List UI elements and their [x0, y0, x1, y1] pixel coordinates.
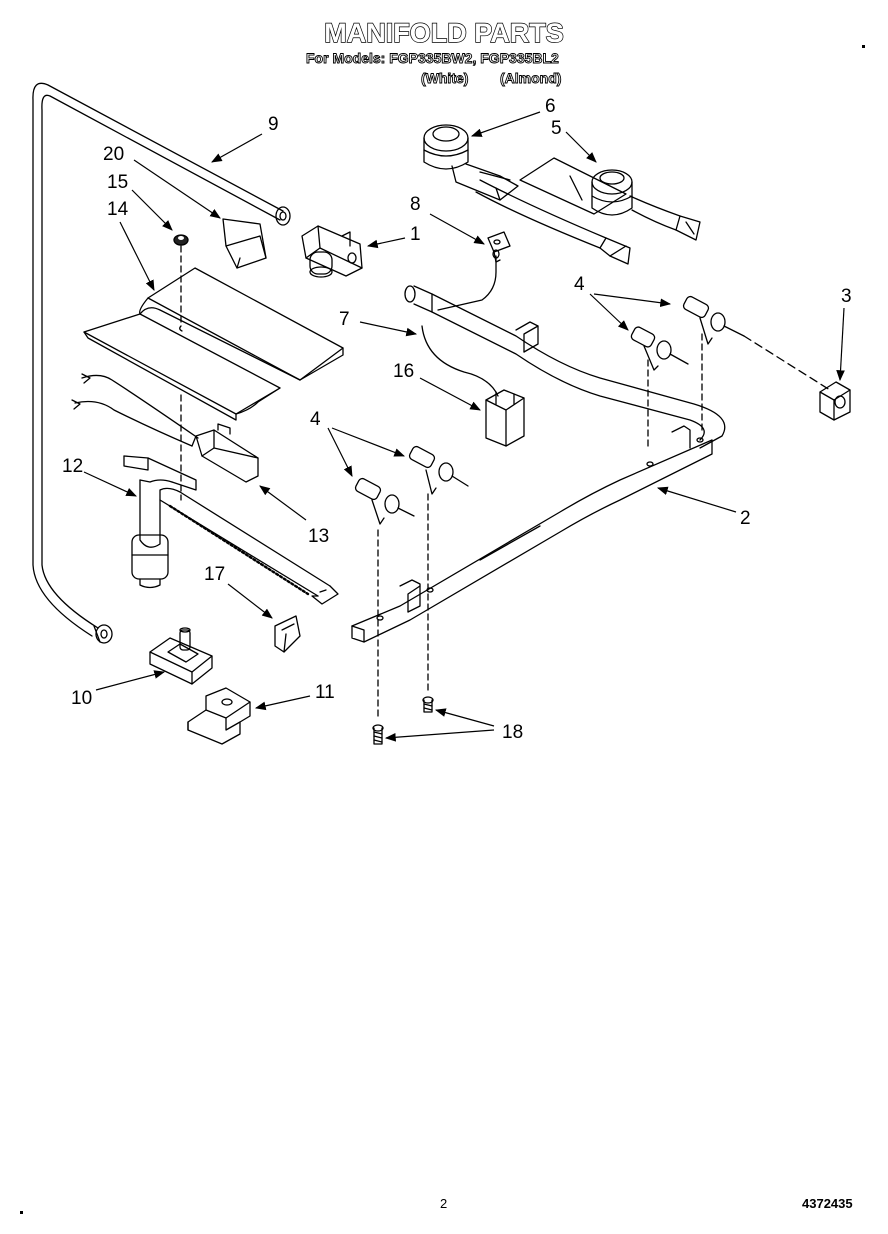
color-almond-label: (Almond) — [500, 70, 562, 87]
part-2-rail — [351, 425, 713, 643]
part-12-burner — [123, 455, 339, 605]
callout-11: 11 — [315, 682, 335, 703]
part-11-bracket — [187, 687, 251, 745]
part-4-valve-upper-right — [682, 295, 831, 431]
part-14-shield — [83, 267, 344, 421]
callout-13: 13 — [308, 526, 329, 547]
part-4-valve-upper-left — [630, 326, 689, 449]
part-13-igniter — [71, 373, 259, 483]
document-number: 4372435 — [802, 1196, 853, 1211]
corner-mark-top-right — [862, 45, 865, 48]
corner-mark-bottom-left — [20, 1211, 23, 1214]
part-16-module — [485, 389, 525, 447]
part-9-tube — [32, 82, 291, 644]
callout-16: 16 — [393, 361, 414, 382]
callout-7: 7 — [339, 309, 350, 330]
callout-6: 6 — [545, 96, 556, 117]
part-17-clip — [274, 615, 301, 653]
callout-15: 15 — [107, 172, 128, 193]
part-20-bracket — [222, 218, 267, 269]
callout-4-upper: 4 — [574, 274, 585, 295]
part-4-valve-lower-left — [354, 477, 415, 721]
part-10-bracket — [149, 627, 213, 685]
part-4-valve-lower-right — [408, 445, 469, 695]
callout-3: 3 — [841, 286, 852, 307]
part-3-fitting — [819, 381, 851, 421]
callout-2: 2 — [740, 508, 751, 529]
part-6-burner — [423, 124, 631, 265]
callout-4-lower: 4 — [310, 409, 321, 430]
callout-8: 8 — [410, 194, 421, 215]
callout-10: 10 — [71, 688, 92, 709]
part-15-nut — [173, 234, 189, 327]
callout-14: 14 — [107, 199, 129, 220]
part-18-screw-upper — [422, 696, 434, 713]
part-8-clip — [487, 231, 511, 263]
part-1-valve — [301, 225, 363, 278]
color-white-label: (White) — [421, 70, 469, 87]
callout-1: 1 — [410, 224, 421, 245]
part-5-burner — [519, 157, 701, 241]
part-18-screw-lower — [372, 724, 384, 745]
callout-17: 17 — [204, 564, 225, 585]
callout-12: 12 — [62, 456, 83, 477]
leader-lines — [83, 111, 845, 742]
page-number: 2 — [440, 1196, 448, 1211]
callout-5: 5 — [551, 118, 562, 139]
page-title: MANIFOLD PARTS — [324, 17, 565, 48]
part-7-manifold-pipe — [404, 249, 726, 449]
callout-9: 9 — [268, 114, 279, 135]
models-line: For Models: FGP335BW2, FGP335BL2 — [306, 50, 560, 67]
callout-18: 18 — [502, 722, 523, 743]
callout-20: 20 — [103, 144, 124, 165]
